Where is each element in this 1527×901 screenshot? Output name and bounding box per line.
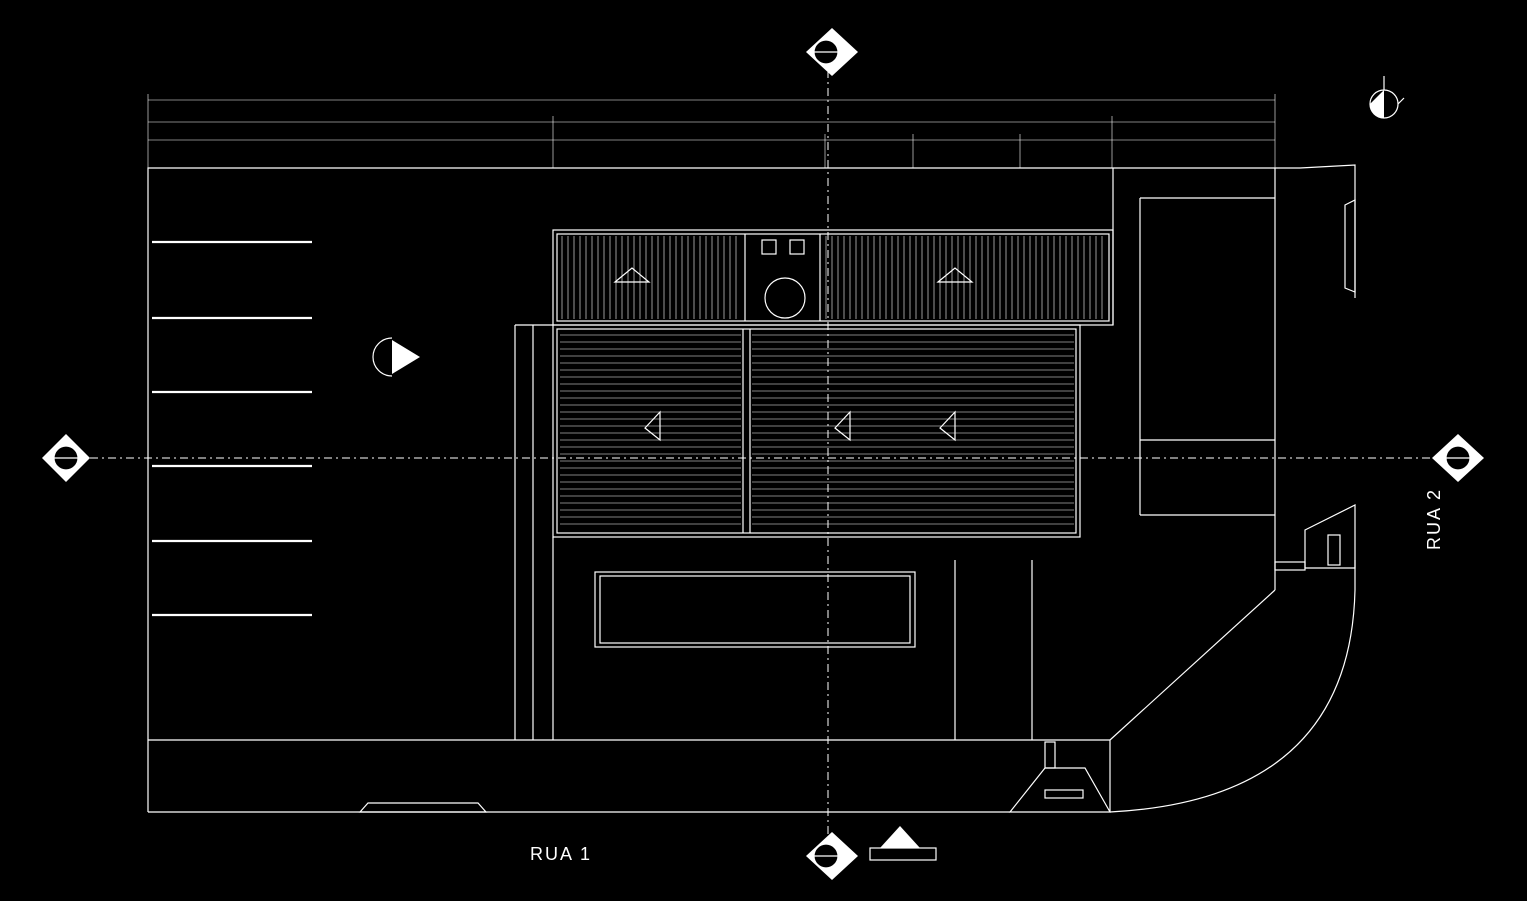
top-dimensions (147, 94, 1276, 168)
entrance-details (358, 199, 1356, 813)
roof-hatch-main (560, 334, 1074, 525)
elevation-marker-bottom (869, 826, 937, 861)
slope-markers (613, 267, 974, 442)
lot-boundary (147, 164, 1356, 813)
north-arrow-icon (1369, 76, 1405, 119)
street-label-right: RUA 2 (1424, 488, 1444, 550)
section-marker-top (806, 28, 858, 76)
roof-hatch-upper (561, 236, 1103, 319)
section-marker-bottom (806, 832, 858, 880)
section-marker-left (42, 434, 90, 482)
section-axes (90, 70, 1440, 840)
elevation-marker-left (372, 337, 420, 377)
parking-stripes (152, 240, 312, 617)
street-label-bottom: RUA 1 (530, 844, 592, 864)
building-footprint (514, 168, 1275, 740)
section-marker-right (1432, 434, 1484, 482)
